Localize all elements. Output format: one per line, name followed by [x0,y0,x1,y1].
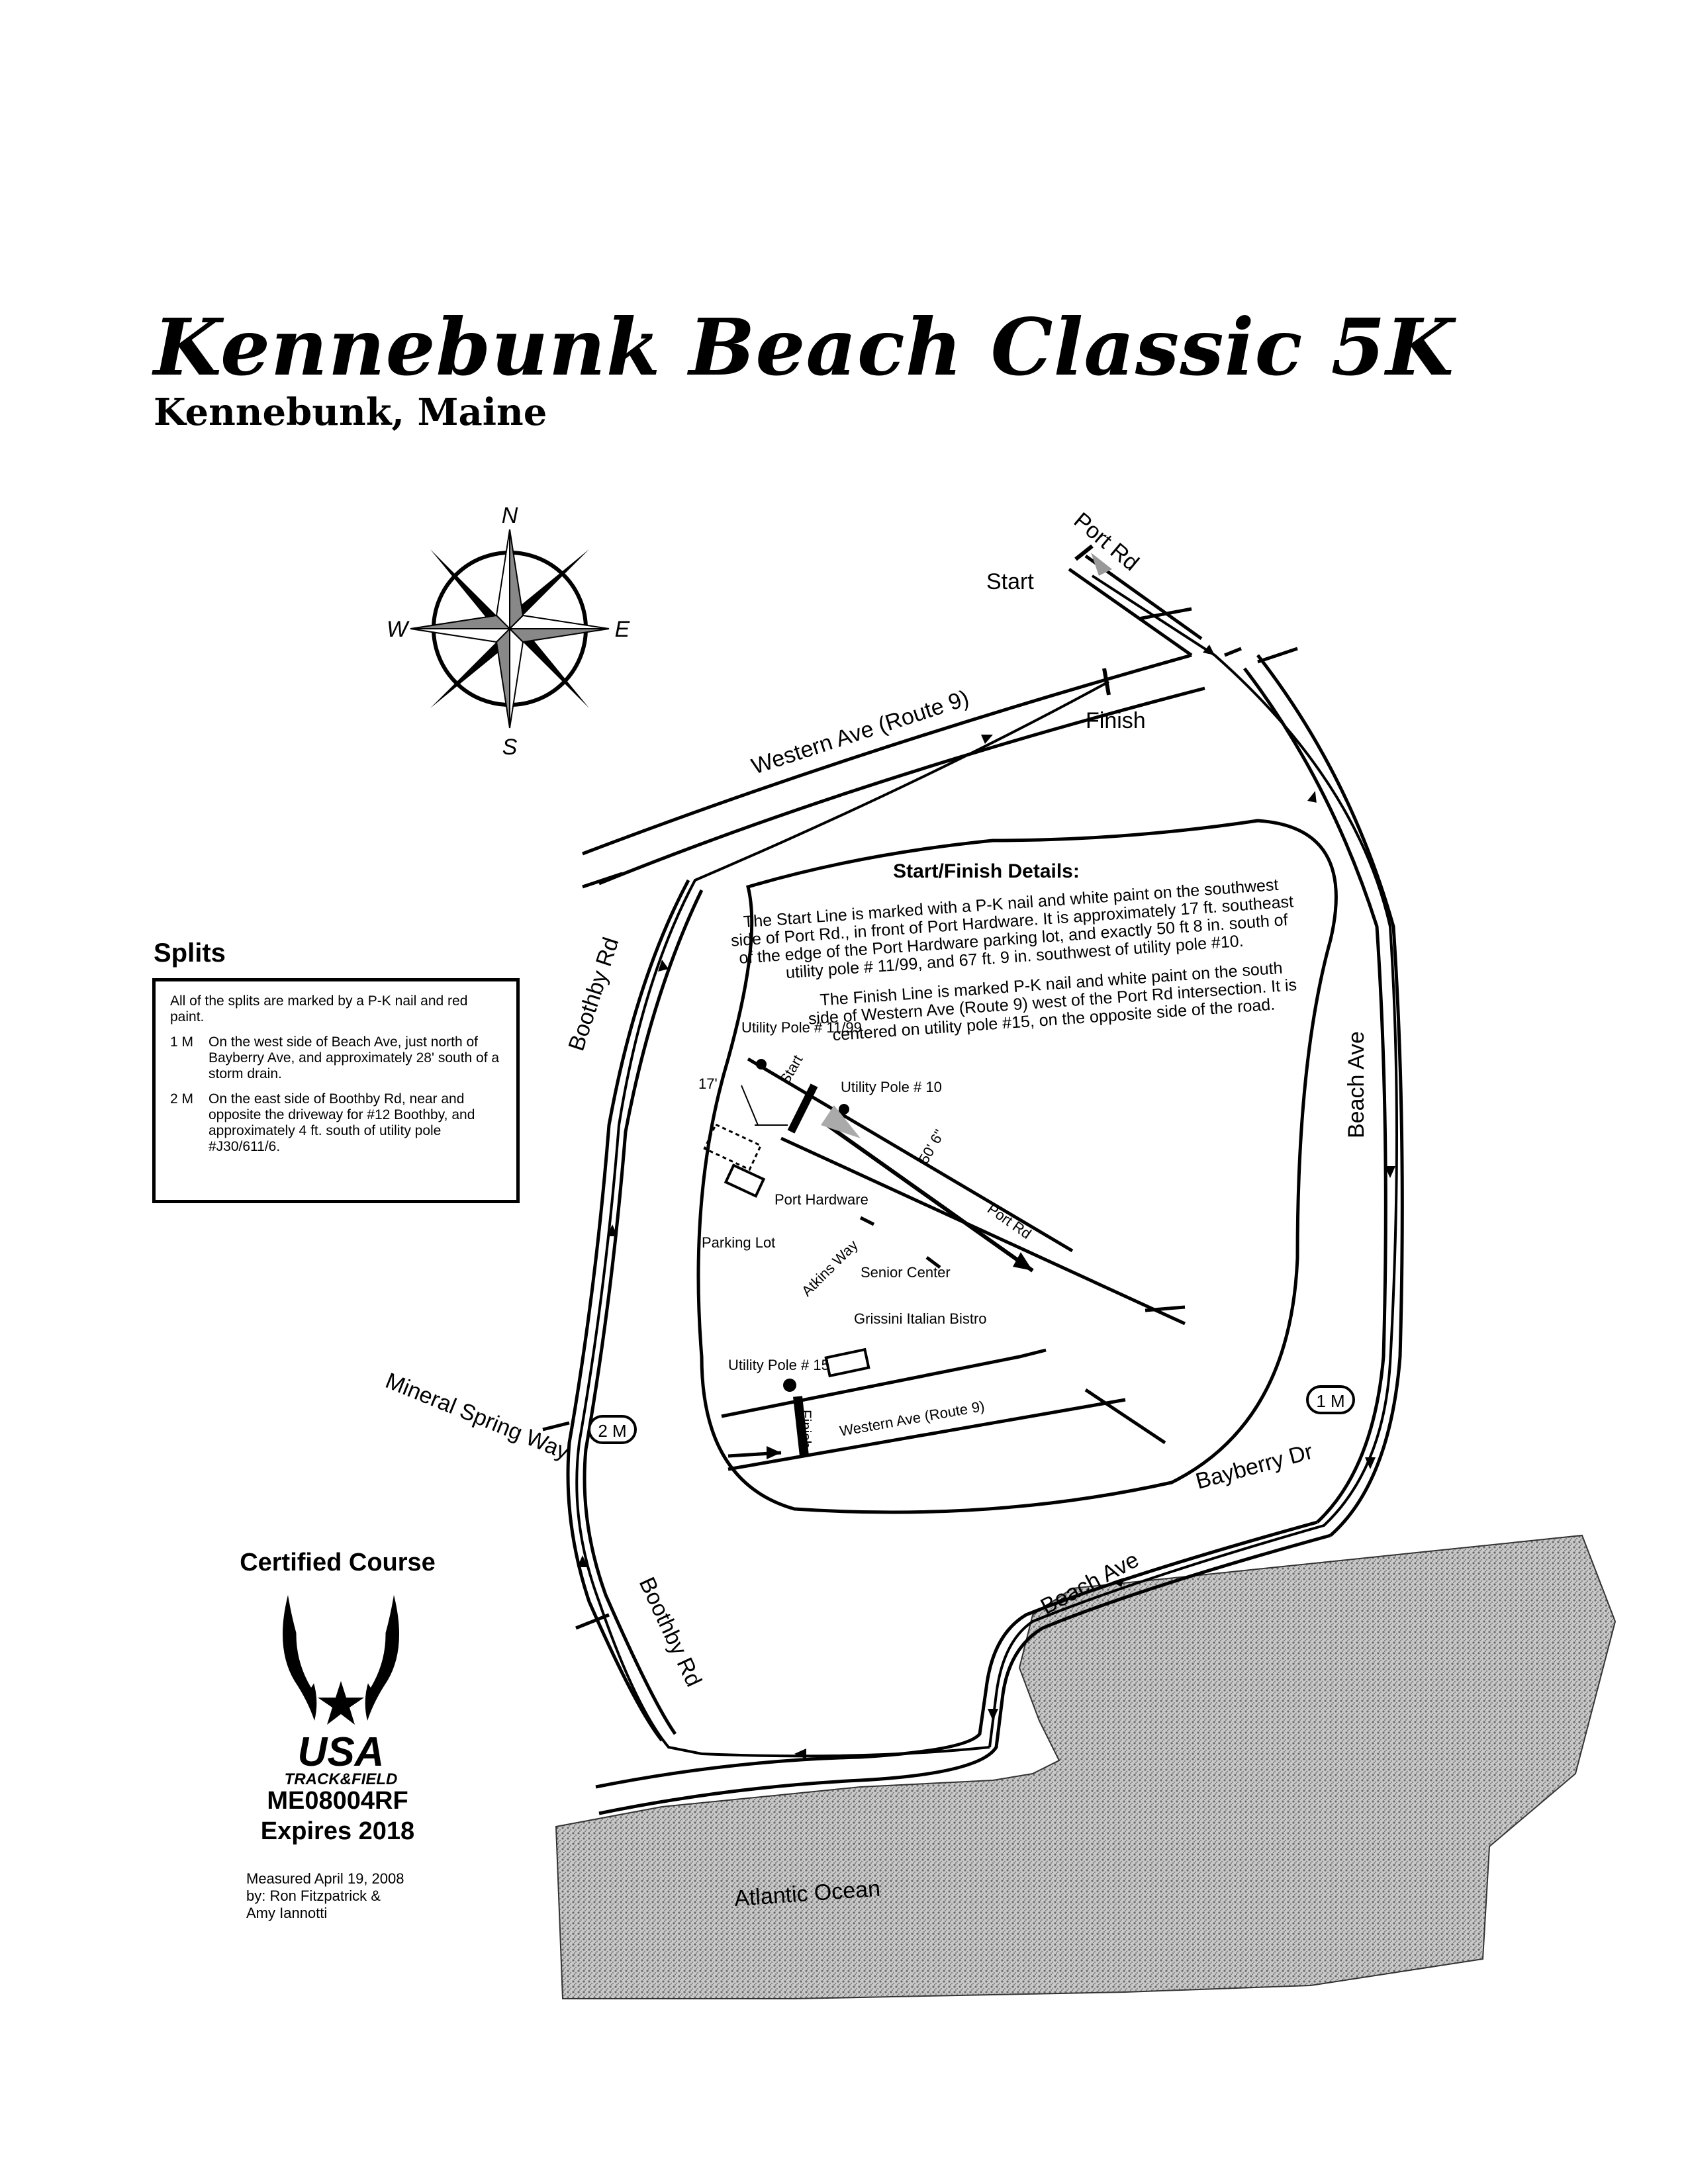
split-item: 2 M On the east side of Boothby Rd, near… [170,1091,502,1155]
label-boothby-rd-south: Boothby Rd [634,1573,707,1690]
compass-east: E [615,617,630,642]
mile-marker-2: 2 M [588,1415,637,1444]
usatf-logo: USA TRACK&FIELD [283,1595,399,1787]
label-distance-17: 17' [698,1075,718,1092]
split-desc: On the west side of Beach Ave, just nort… [209,1034,500,1081]
logo-usa-text: USA [298,1729,385,1775]
split-mark: 2 M [170,1091,194,1107]
splits-intro: All of the splits are marked by a P-K na… [170,993,468,1024]
mile-marker-1: 1 M [1306,1385,1355,1414]
course-id: ME08004RF [267,1787,408,1815]
measured-line: Measured April 19, 2008 [246,1870,404,1887]
label-finish: Finish [1086,708,1146,733]
inset-outline [696,819,1338,1514]
splits-heading: Splits [154,938,226,968]
measured-info: Measured April 19, 2008 by: Ron Fitzpatr… [246,1870,404,1922]
inset-map [703,1057,1186,1471]
measured-line: by: Ron Fitzpatrick & [246,1888,381,1904]
label-mineral-spring-way: Mineral Spring Way [382,1368,573,1465]
start-shade [1091,553,1112,576]
page-subtitle: Kennebunk, Maine [154,390,547,434]
route-arrows [577,645,1395,1759]
race-route [575,574,1398,1758]
label-grissini: Grissini Italian Bistro [854,1310,987,1327]
label-utility-pole-1199: Utility Pole # 11/99 [741,1019,862,1036]
measured-line: Amy Iannotti [246,1905,328,1921]
mineral-spring-way-road [542,1421,570,1432]
certification-info: ME08004RF Expires 2018 [225,1786,450,1846]
details-heading: Start/Finish Details: [893,860,1080,882]
label-port-hardware: Port Hardware [774,1191,868,1208]
splits-box: All of the splits are marked by a P-K na… [152,978,520,1203]
split-mark: 1 M [170,1034,194,1050]
start-finish-details: Start/Finish Details: The Start Line is … [728,860,1297,1044]
compass-south: S [502,735,518,760]
label-senior-center: Senior Center [861,1264,951,1281]
compass-west: W [387,617,410,642]
label-utility-pole-10: Utility Pole # 10 [841,1079,942,1095]
page-title: Kennebunk Beach Classic 5K [154,301,1455,393]
start-marker [1074,544,1094,561]
certified-course-heading: Certified Course [240,1549,436,1576]
beach-ave-coast-road [595,1520,1331,1815]
western-ave-road [582,647,1242,886]
label-beach-ave-east: Beach Ave [1344,1031,1369,1138]
compass-north: N [502,503,518,528]
label-utility-pole-15: Utility Pole # 15 [728,1357,829,1373]
label-parking-lot: Parking Lot [702,1234,775,1251]
beach-ave-road [1243,647,1404,1537]
label-start: Start [986,569,1034,594]
expires: Expires 2018 [260,1817,415,1845]
svg-text:2 M: 2 M [598,1421,626,1441]
compass-rose: N S E W [387,503,630,760]
port-rd-road [1068,554,1203,657]
logo-trackfield-text: TRACK&FIELD [285,1770,398,1787]
label-boothby-rd-north: Boothby Rd [563,934,624,1054]
ocean-area [555,1534,1617,1999]
split-item: 1 M On the west side of Beach Ave, just … [170,1034,502,1082]
label-inset-finish: Finish [798,1410,814,1449]
svg-text:1 M: 1 M [1316,1391,1344,1411]
split-desc: On the east side of Boothby Rd, near and… [209,1091,475,1154]
